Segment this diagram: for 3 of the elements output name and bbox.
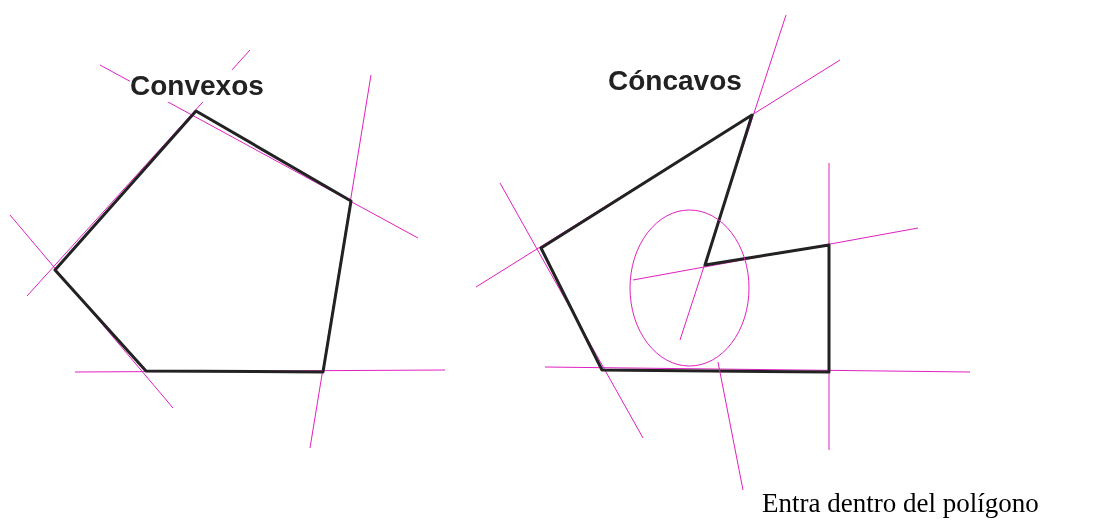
leader-line	[717, 361, 744, 491]
heading: Convexos	[130, 70, 264, 102]
annotation-text: Entra dentro del polígono	[762, 488, 1039, 518]
